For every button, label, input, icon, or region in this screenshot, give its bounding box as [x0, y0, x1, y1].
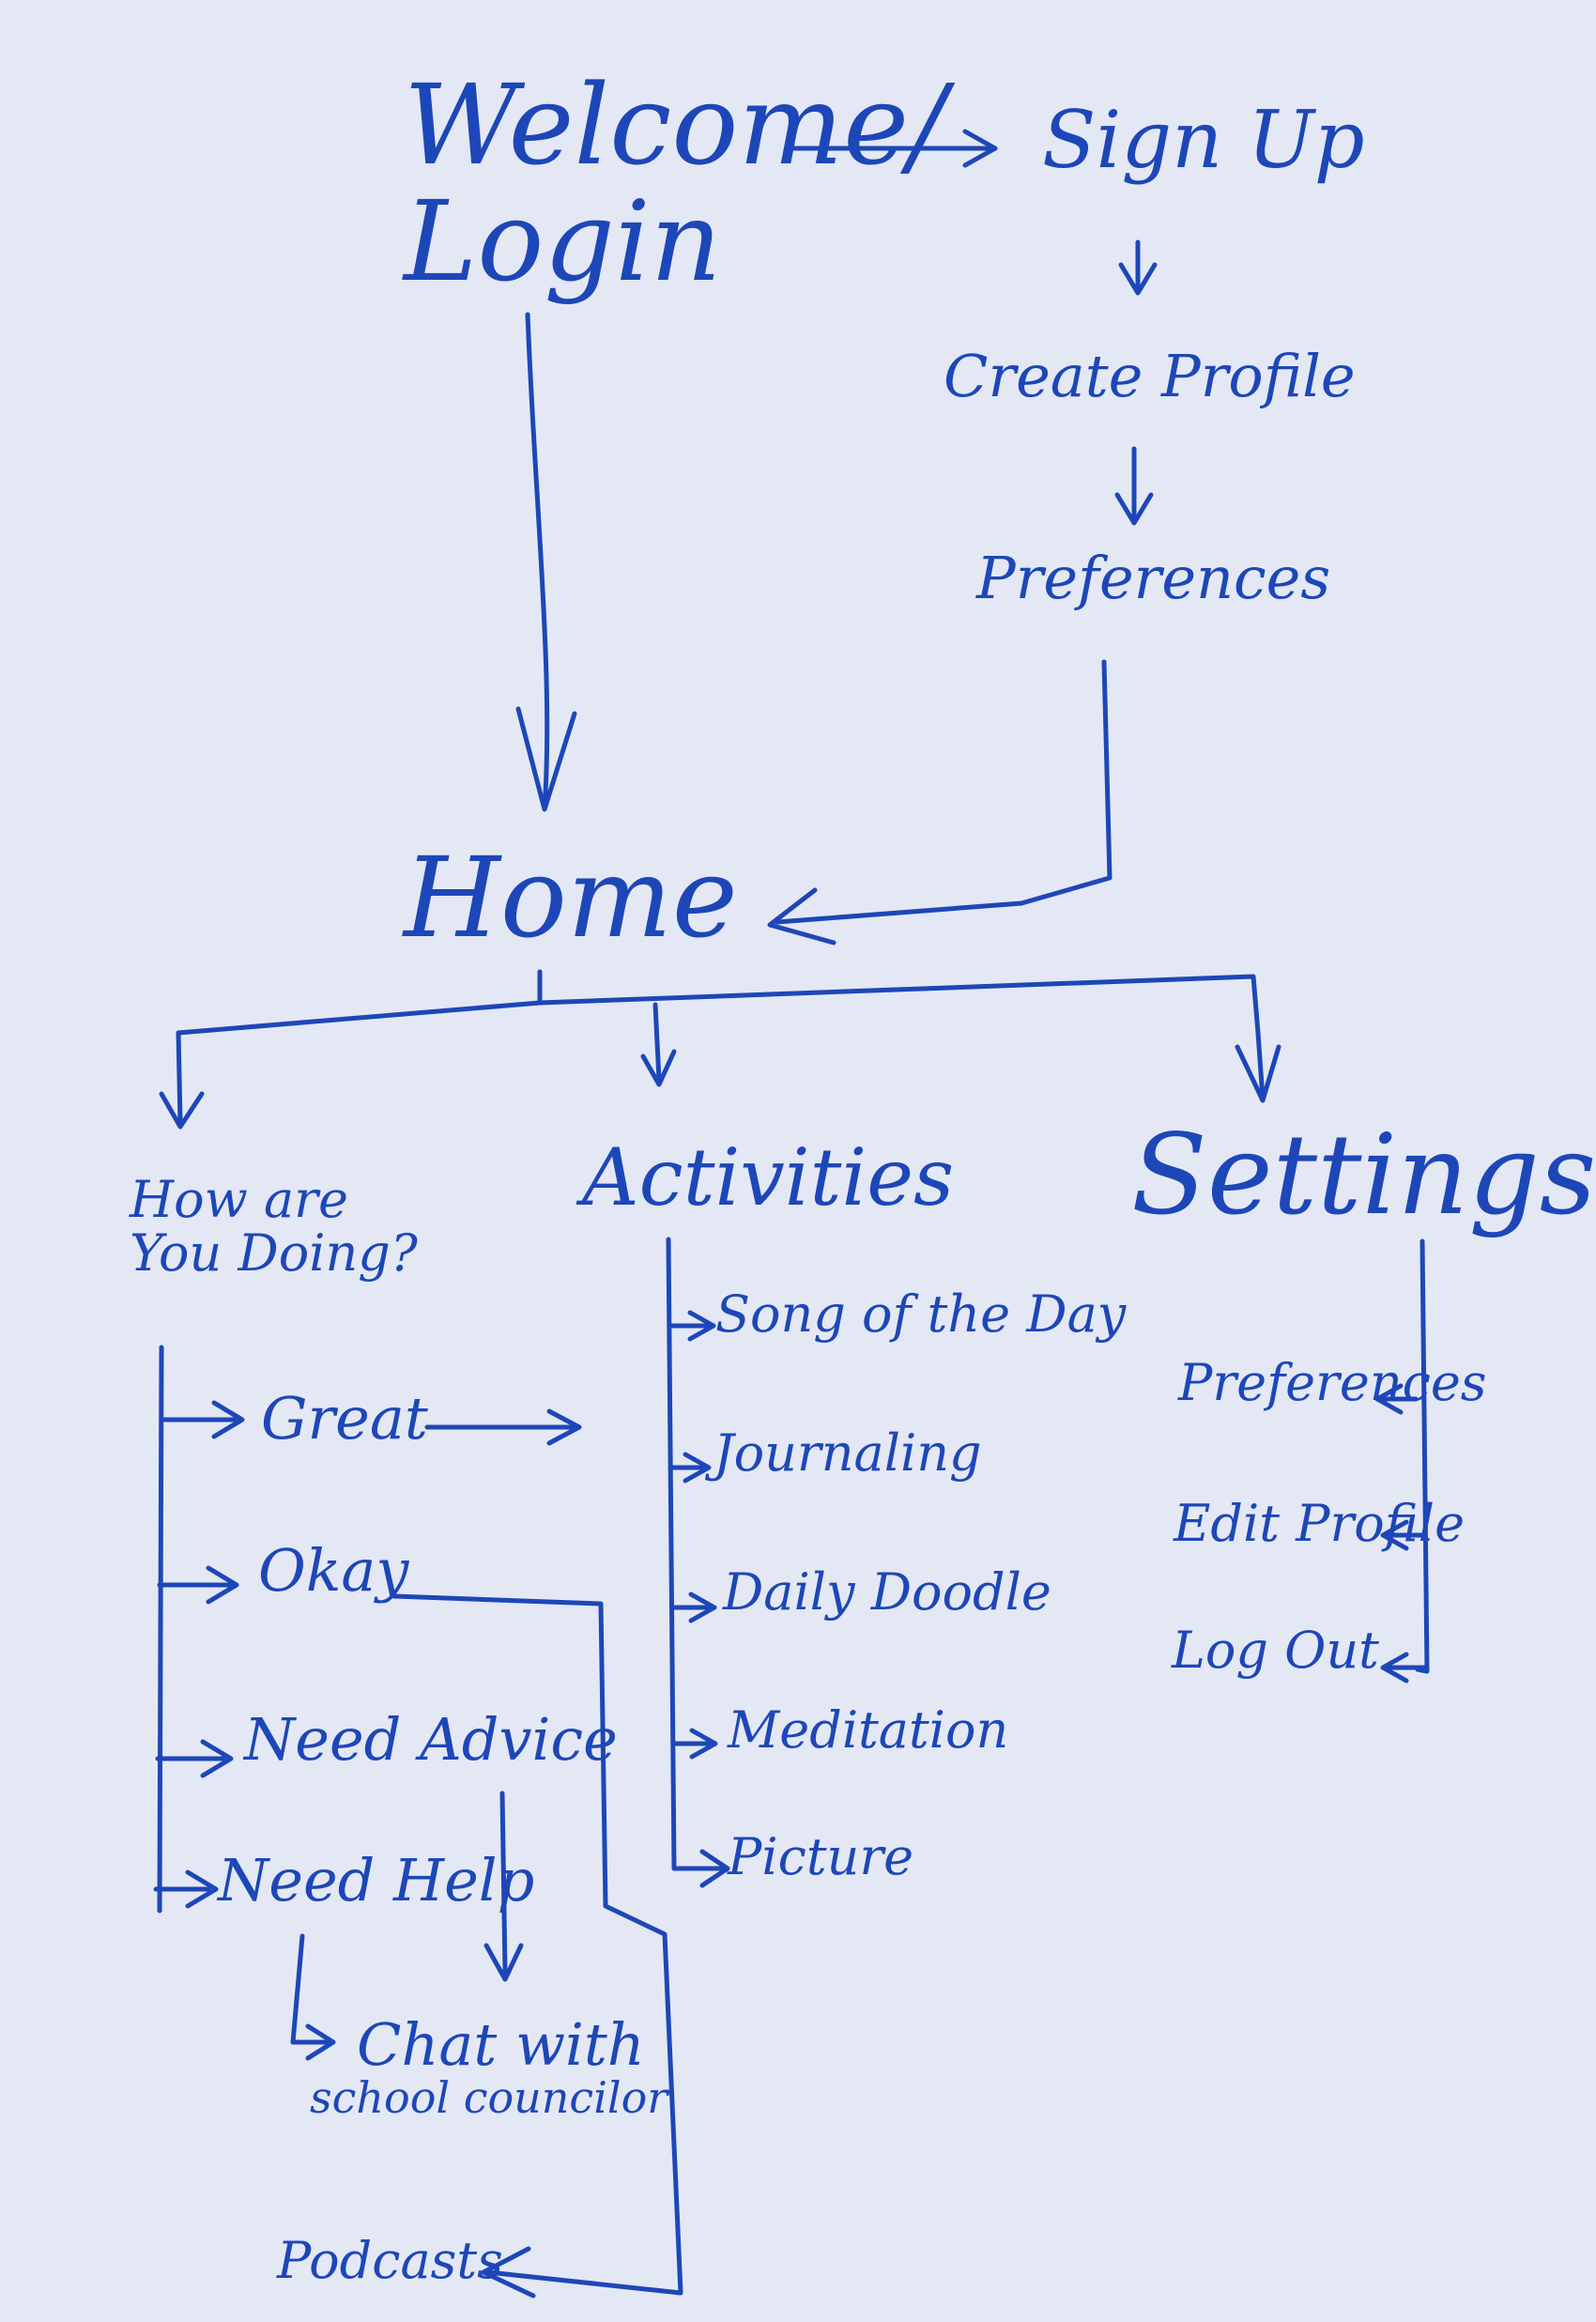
node-picture: Picture [728, 1827, 914, 1886]
node-edit-profile: Edit Profile [1174, 1494, 1466, 1553]
node-settings: Settings [1131, 1110, 1596, 1239]
node-sign-up: Sign Up [1042, 94, 1365, 186]
node-home: Home [404, 833, 738, 962]
node-welcome-label: Welcome/ [404, 60, 946, 190]
arrow-need-help-to-chat [290, 1933, 336, 2061]
node-how-line2: You Doing? [130, 1223, 418, 1283]
arrow-preferences-to-home [767, 659, 1113, 946]
node-need-advice: Need Advice [244, 1705, 618, 1774]
arrow-signup-to-create-profile [1118, 239, 1158, 296]
node-need-help: Need Help [218, 1846, 535, 1914]
node-great: Great [261, 1384, 428, 1453]
node-okay: Okay [258, 1536, 409, 1605]
node-song-of-the-day: Song of the Day [715, 1284, 1127, 1344]
settings-branch-line [1374, 1238, 1430, 1684]
node-create-profile: Create Profile [944, 342, 1356, 410]
node-journaling: Journaling [714, 1423, 982, 1483]
arrow-welcome-to-signup [790, 129, 998, 168]
node-login-label: Login [404, 176, 722, 306]
activities-branch-line [666, 1237, 730, 1888]
home-branch-connector [159, 969, 1281, 1130]
node-log-out: Log Out [1172, 1621, 1379, 1680]
arrow-need-advice-to-chat [483, 1791, 524, 1982]
how-doing-branch-line [153, 1345, 245, 1914]
arrow-welcome-to-home [515, 312, 577, 812]
node-podcasts: Podcasts [277, 2231, 503, 2290]
node-chat-line2: school councilor [310, 2072, 668, 2124]
arrow-create-profile-to-preferences [1114, 446, 1154, 526]
node-preferences-settings: Preferences [1178, 1353, 1487, 1412]
node-welcome-login: Welcome/ Login [404, 60, 946, 306]
node-how-are-you-doing: How are You Doing? [130, 1170, 418, 1283]
node-activities: Activities [582, 1131, 955, 1223]
node-meditation: Meditation [728, 1700, 1009, 1760]
node-chat-with-councilor: Chat with school councilor [310, 2014, 668, 2120]
node-preferences-signup: Preferences [976, 544, 1331, 612]
node-chat-line1: Chat with [357, 2010, 645, 2079]
node-how-line1: How are [130, 1170, 348, 1229]
arrow-okay-to-podcasts [391, 1593, 683, 2299]
arrow-great-to-activities [424, 1408, 582, 1446]
node-daily-doodle: Daily Doodle [723, 1562, 1051, 1622]
